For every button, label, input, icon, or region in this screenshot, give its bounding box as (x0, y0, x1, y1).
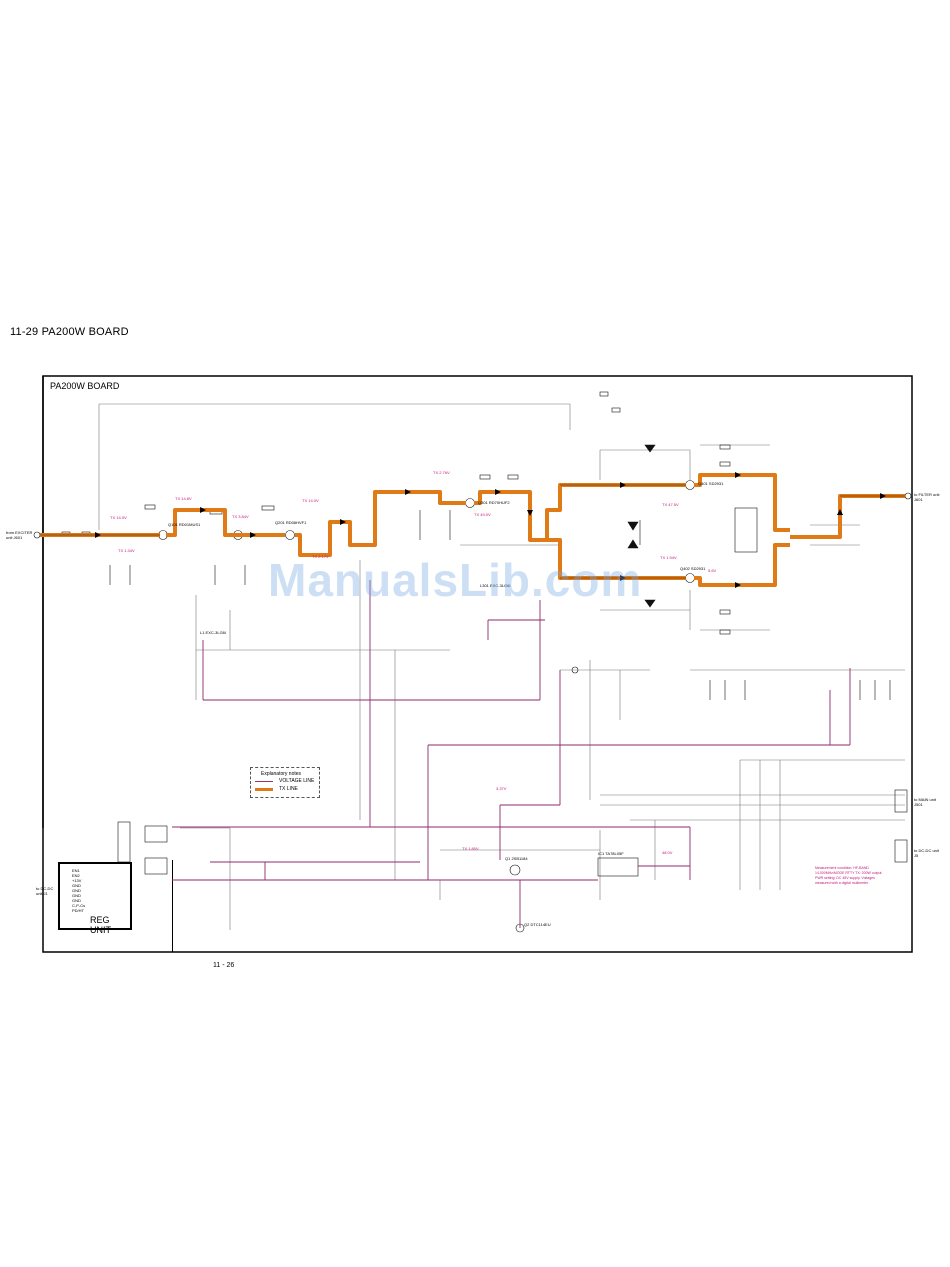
to-dc-label: to DC-DC unit J5 (914, 848, 939, 858)
q101-label: Q101 RD01MUS1 (168, 522, 201, 527)
to-main-label: to MAIN unit J501 (914, 797, 937, 807)
reg-pin-label: GND (72, 893, 81, 898)
q402-label: Q402 SD2931 (680, 566, 706, 571)
reg-pin-label: GND (72, 883, 81, 888)
reg-pin-label: GND (72, 888, 81, 893)
explanatory-notes: Explanatory notes VOLTAGE LINE TX LINE (250, 767, 320, 798)
voltage-label: 3.37V (496, 786, 507, 791)
measurement-note: Measurement condition: HF-BAND 14.000MHz… (815, 866, 882, 885)
l301-label: L301 EXC-3LG6I (480, 583, 511, 588)
watermark: ManualsLib.com (268, 554, 643, 606)
voltage-label: TX 2.76V (433, 470, 450, 475)
voltage-label: TX 3.84V (232, 514, 249, 519)
reg-pin-label: EN2 (72, 873, 80, 878)
ic1-label: IC1 TA78L05F (598, 851, 624, 856)
reg-pin-label: C-P-Cs (72, 903, 86, 908)
board-title: PA200W BOARD (50, 381, 120, 391)
voltage-line-swatch (255, 781, 273, 782)
voltage-label: 48.0V (662, 850, 673, 855)
notes-title: Explanatory notes (261, 771, 302, 777)
voltage-label: 5.6V (708, 568, 717, 573)
q201-label: Q201 RD06HVF1 (275, 520, 307, 525)
output-connector-label: to FILTER unit J601 (914, 492, 940, 502)
voltage-label: TX 49.0V (474, 512, 491, 517)
q1-label: Q1 2SB1184 (505, 856, 528, 861)
voltage-label: TX 14.8V (175, 496, 192, 501)
grey-wiring (98, 403, 905, 930)
voltage-line-label: VOLTAGE LINE (279, 778, 315, 784)
voltage-label: TX 14.0V (302, 498, 319, 503)
q2-label: Q2 DTC114EU (524, 922, 551, 927)
voltage-label: TX 14.0V (110, 515, 127, 520)
reg-pin-label: +13V (72, 878, 82, 883)
voltage-label: TX 1.80V (462, 846, 479, 851)
l1-label: L1 EXC-3LG6I (200, 630, 227, 635)
q401-label: Q401 SD2931 (698, 481, 724, 486)
voltage-label: TX 2.17V (312, 554, 329, 559)
voltage-label: TX 47.5V (662, 502, 679, 507)
tx-line-label: TX LINE (279, 786, 298, 792)
tx-arrows (95, 472, 886, 588)
q301-label: Q301 RD70HUF2 (478, 500, 510, 505)
reg-unit-title: REG UNIT (90, 915, 111, 935)
reg-pin-label: GND (72, 898, 81, 903)
input-connector-label: from EXCITER unit J601 (6, 530, 33, 540)
voltage-label: TX 1.34V (118, 548, 135, 553)
to-dcdc-label: to DC-DC unit J1 (36, 886, 54, 896)
component-symbols (33, 391, 912, 933)
page-number: 11 - 26 (213, 962, 235, 969)
tx-line-swatch (255, 788, 273, 791)
board-outline (42, 375, 913, 953)
reg-pin-label: EN1 (72, 868, 80, 873)
page-title: 11-29 PA200W BOARD (10, 326, 129, 338)
voltage-label: TX 1.94V (660, 555, 677, 560)
voltage-lines (172, 580, 851, 928)
reg-unit-block: EN1 EN2 +13V GND GND GND GND C-P-Cs PD/H… (58, 862, 132, 935)
reg-pin-label: PD/HT (72, 908, 84, 913)
